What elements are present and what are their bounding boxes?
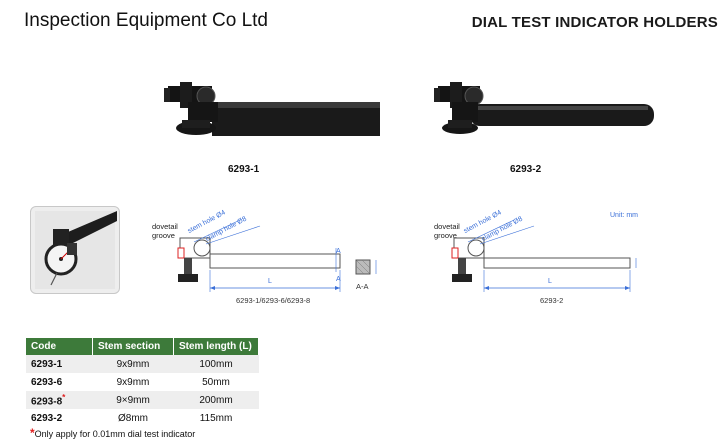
cell-code: 6293-1 (26, 355, 93, 373)
product-image-6293-2 (434, 82, 654, 134)
table-header-row: Code Stem section Stem length (L) (26, 338, 259, 355)
section-label: A-A (356, 282, 369, 291)
spec-table: Code Stem section Stem length (L) 6293-1… (26, 338, 259, 427)
cell-length: 200mm (173, 391, 259, 409)
length-symbol-right: L (548, 278, 552, 285)
cell-section: 9x9mm (92, 355, 174, 373)
cell-code-with-note: 6293-8* (26, 391, 93, 409)
footnote: *Only apply for 0.01mm dial test indicat… (30, 426, 195, 440)
cell-code: 6293-2 (26, 409, 93, 427)
cell-length: 115mm (173, 409, 259, 427)
unit-label: Unit: mm (610, 212, 638, 219)
cell-code: 6293-6 (26, 373, 93, 391)
drawing-6293-1 (177, 219, 377, 292)
dial-indicator-image (35, 211, 117, 289)
header-stem-length: Stem length (L) (173, 338, 259, 355)
application-photo (30, 206, 120, 294)
table-row: 6293-2 Ø8mm 115mm (26, 409, 259, 427)
note-marker: * (62, 392, 66, 403)
table-row: 6293-8* 9×9mm 200mm (26, 391, 259, 409)
drawing-6293-2 (451, 219, 637, 292)
cell-code: 6293-8 (31, 396, 63, 408)
page-title: DIAL TEST INDICATOR HOLDERS (471, 14, 718, 31)
groove-label-left: groove (152, 231, 175, 240)
footnote-star: * (30, 426, 35, 440)
dovetail-label-right: dovetail (434, 222, 460, 231)
table-row: 6293-1 9x9mm 100mm (26, 355, 259, 373)
cell-section: 9x9mm (92, 373, 174, 391)
product-code-6293-2: 6293-2 (510, 164, 542, 175)
header-code: Code (26, 338, 93, 355)
groove-label-right: groove (434, 231, 457, 240)
length-symbol-left: L (268, 278, 272, 285)
drawing-caption-left: 6293-1/6293-6/6293-8 (236, 296, 311, 305)
cell-section: 9×9mm (92, 391, 174, 409)
dovetail-label-left: dovetail (152, 222, 178, 231)
footnote-text: Only apply for 0.01mm dial test indicato… (34, 429, 196, 439)
section-marker-top: A (336, 248, 341, 255)
drawing-caption-right: 6293-2 (540, 296, 564, 305)
cell-length: 100mm (173, 355, 259, 373)
table-row: 6293-6 9x9mm 50mm (26, 373, 259, 391)
company-name: Inspection Equipment Co Ltd (24, 10, 268, 31)
cell-section: Ø8mm (92, 409, 174, 427)
header-stem-section: Stem section (92, 338, 174, 355)
product-code-6293-1: 6293-1 (228, 164, 260, 175)
cell-length: 50mm (173, 373, 259, 391)
product-image-6293-1 (164, 82, 380, 136)
section-marker-bottom: A (336, 276, 341, 283)
